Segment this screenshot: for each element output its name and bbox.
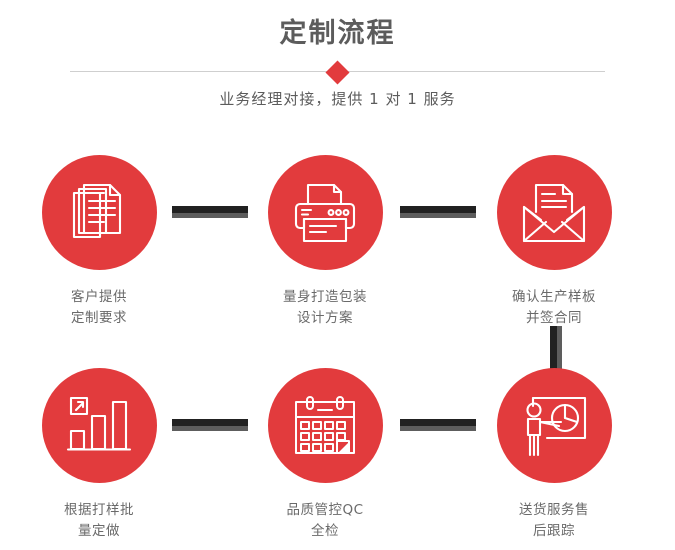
connector-shadow — [172, 213, 248, 218]
envelope-letter-icon — [522, 183, 586, 242]
flow-step-4[interactable]: 根据打样批 量定做 — [9, 368, 189, 542]
connector-shadow — [400, 213, 476, 218]
step-3-label: 确认生产样板 并签合同 — [512, 289, 596, 326]
connector-bar — [172, 206, 248, 213]
connector-step5-step6 — [400, 419, 476, 431]
step-6-label: 送货服务售 后跟踪 — [519, 502, 589, 539]
bar-chart-growth-icon — [66, 396, 132, 451]
step-6-icon-circle — [496, 368, 612, 483]
connector-step2-step3 — [400, 206, 476, 218]
step-4-label: 根据打样批 量定做 — [64, 502, 134, 539]
documents-stack-icon — [72, 183, 122, 238]
connector-bar — [172, 419, 248, 426]
step-2-label: 量身打造包装 设计方案 — [283, 289, 367, 326]
flow-step-5[interactable]: 品质管控QC 全检 — [235, 368, 415, 542]
step-3-icon-circle — [496, 155, 612, 270]
flow-step-3[interactable]: 确认生产样板 并签合同 — [464, 155, 644, 329]
presenter-pie-chart-icon — [526, 396, 587, 456]
page-subtitle: 业务经理对接，提供 1 对 1 服务 — [219, 90, 456, 108]
step-2-icon-circle — [267, 155, 383, 270]
step-5-icon-circle — [267, 368, 383, 483]
connector-step3-step6 — [550, 326, 562, 370]
connector-bar — [550, 326, 557, 370]
step-4-icon-circle — [41, 368, 157, 483]
connector-step4-step5 — [172, 419, 248, 431]
flow-step-6[interactable]: 送货服务售 后跟踪 — [464, 368, 644, 542]
printer-icon — [294, 183, 356, 242]
connector-shadow — [400, 426, 476, 431]
connector-shadow — [172, 426, 248, 431]
flow-step-2[interactable]: 量身打造包装 设计方案 — [235, 155, 415, 329]
process-flow-diagram: 客户提供 定制要求 量身打造包装 设计方案 — [0, 130, 675, 550]
step-1-icon-circle — [41, 155, 157, 270]
connector-bar — [400, 206, 476, 213]
header-section: 定制流程 业务经理对接，提供 1 对 1 服务 — [0, 0, 675, 130]
page-title: 定制流程 — [279, 18, 396, 49]
connector-bar — [400, 419, 476, 426]
diamond-marker-icon — [325, 59, 350, 85]
flow-step-1[interactable]: 客户提供 定制要求 — [9, 155, 189, 329]
connector-shadow — [557, 326, 562, 370]
step-5-label: 品质管控QC 全检 — [286, 502, 364, 539]
calendar-check-icon — [295, 395, 355, 454]
connector-step1-step2 — [172, 206, 248, 218]
title-divider — [70, 59, 605, 85]
step-1-label: 客户提供 定制要求 — [71, 289, 127, 326]
